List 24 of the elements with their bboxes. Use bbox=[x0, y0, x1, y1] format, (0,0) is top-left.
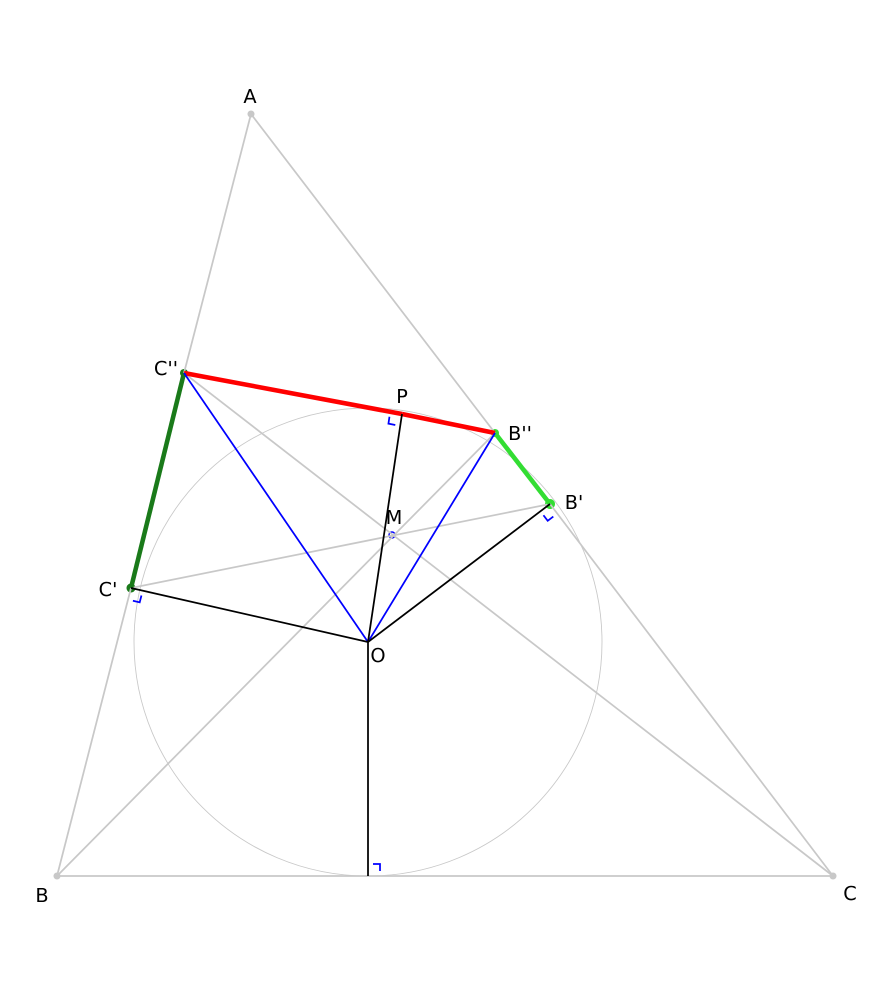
line-segment bbox=[367, 432, 496, 642]
line-segment bbox=[183, 372, 369, 642]
right-angle-mark bbox=[373, 863, 381, 871]
point-label: A bbox=[244, 88, 256, 104]
point-label: B'' bbox=[510, 426, 530, 440]
line-segment bbox=[493, 432, 552, 506]
line-segment bbox=[130, 503, 550, 589]
point-label: P bbox=[398, 388, 408, 404]
line-segment bbox=[367, 414, 403, 642]
line-segment bbox=[184, 370, 402, 416]
line-segment bbox=[402, 412, 496, 436]
line-segment bbox=[128, 372, 186, 589]
point-label: C' bbox=[100, 582, 116, 596]
line-segment bbox=[367, 503, 551, 643]
line-segment bbox=[57, 875, 833, 877]
point-label: B' bbox=[566, 494, 582, 510]
point-label: M bbox=[388, 510, 400, 524]
line-segment bbox=[250, 113, 496, 434]
line-segment bbox=[367, 642, 369, 876]
point-label: B bbox=[37, 888, 48, 902]
point-label: C bbox=[844, 886, 856, 900]
point-label: C'' bbox=[155, 360, 176, 376]
line-segment bbox=[130, 587, 368, 643]
point-label: O bbox=[371, 648, 384, 662]
